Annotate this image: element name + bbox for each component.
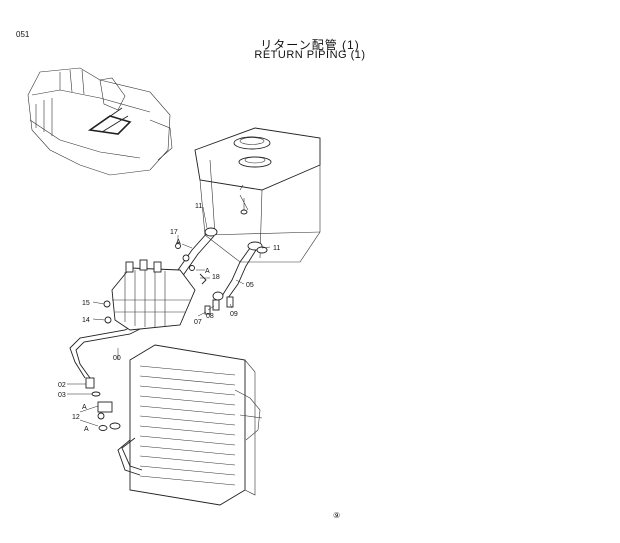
control-valve bbox=[103, 259, 196, 331]
title-english: RETURN PIPING (1) bbox=[254, 49, 366, 61]
callout-labels: 11 11 17 A A 18 05 15 14 08 07 09 00 02 … bbox=[58, 203, 340, 520]
callout-a-upper: A bbox=[176, 239, 181, 246]
revision-mark: ⑨ bbox=[333, 511, 340, 520]
callout-18: 18 bbox=[212, 274, 220, 281]
page-number: 051 bbox=[16, 30, 30, 39]
callout-11-right: 11 bbox=[273, 245, 280, 252]
callout-05: 05 bbox=[246, 282, 254, 289]
callout-a-middle: A bbox=[205, 268, 210, 275]
callout-11-upper: 11 bbox=[195, 203, 202, 210]
callout-02: 02 bbox=[58, 382, 66, 389]
excavator-thumbnail bbox=[27, 67, 173, 176]
fittings bbox=[85, 243, 234, 431]
leader-lines bbox=[67, 206, 271, 427]
callout-00: 00 bbox=[113, 355, 121, 362]
callout-09: 09 bbox=[230, 311, 238, 318]
callout-12: 12 bbox=[72, 414, 80, 421]
callout-03: 03 bbox=[58, 392, 66, 399]
oil-cooler bbox=[117, 344, 263, 506]
title-japanese: リターン配管 (1) bbox=[260, 38, 360, 52]
callout-14: 14 bbox=[82, 317, 90, 324]
callout-07: 07 bbox=[194, 319, 202, 326]
callout-a-lower-2: A bbox=[84, 426, 89, 433]
callout-08: 08 bbox=[206, 313, 214, 320]
callout-17: 17 bbox=[170, 229, 178, 236]
hydraulic-tank bbox=[194, 127, 321, 263]
callout-15: 15 bbox=[82, 300, 90, 307]
callout-a-lower-1: A bbox=[82, 404, 87, 411]
